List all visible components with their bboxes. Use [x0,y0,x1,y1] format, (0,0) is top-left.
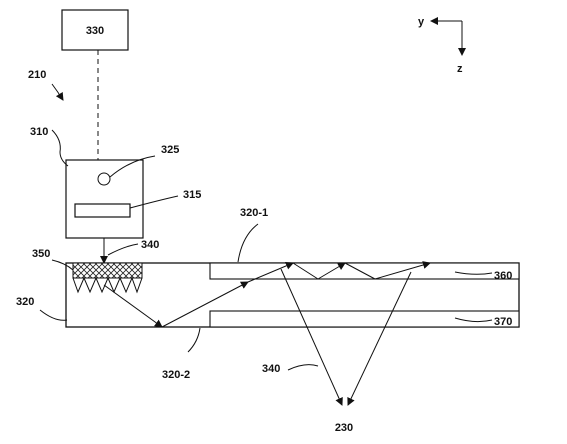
leader-320-2 [187,327,201,353]
strip-360 [209,262,520,280]
grating-teeth [72,276,143,294]
label-370: 370 [494,316,512,328]
label-310: 310 [30,126,48,138]
leader-340-output [287,364,319,371]
leader-370 [454,317,493,323]
leader-350 [51,259,74,271]
output-ray-right [347,271,412,406]
ray-segment-5 [317,262,346,280]
leader-310 [51,129,69,167]
ray-segment-2 [161,281,249,328]
label-320-2: 320-2 [162,369,190,381]
leader-340-input [107,243,139,256]
strip-370 [209,310,520,328]
source-325 [97,172,111,186]
ray-segment-1 [103,284,163,328]
label-320-1: 320-1 [240,207,268,219]
ray-segment-3 [247,262,294,283]
display-315 [74,203,131,218]
label-320: 320 [16,296,34,308]
axes-indicator: y z [418,16,466,75]
label-330: 330 [86,25,104,37]
leader-360 [454,271,493,275]
projector-310 [65,159,144,239]
ray-segment-7 [374,261,431,280]
leader-325 [109,155,156,178]
z-axis-label: z [457,63,463,75]
grating-350 [72,262,143,279]
label-230: 230 [335,422,353,434]
light-path [103,261,431,328]
leader-320-1 [237,223,259,263]
label-325: 325 [161,144,179,156]
system-pointer-arrow [51,83,64,101]
label-340-output: 340 [262,363,280,375]
output-ray-left [280,268,343,406]
label-210: 210 [28,69,46,81]
leader-320 [39,309,68,321]
ray-segment-6 [344,262,376,280]
y-axis-label: y [418,16,425,28]
label-315: 315 [183,189,201,201]
ray-segment-4 [292,262,319,280]
label-360: 360 [494,270,512,282]
box-330 [61,9,129,51]
label-340-input: 340 [141,239,159,251]
label-350: 350 [32,248,50,260]
leader-315 [129,195,179,209]
